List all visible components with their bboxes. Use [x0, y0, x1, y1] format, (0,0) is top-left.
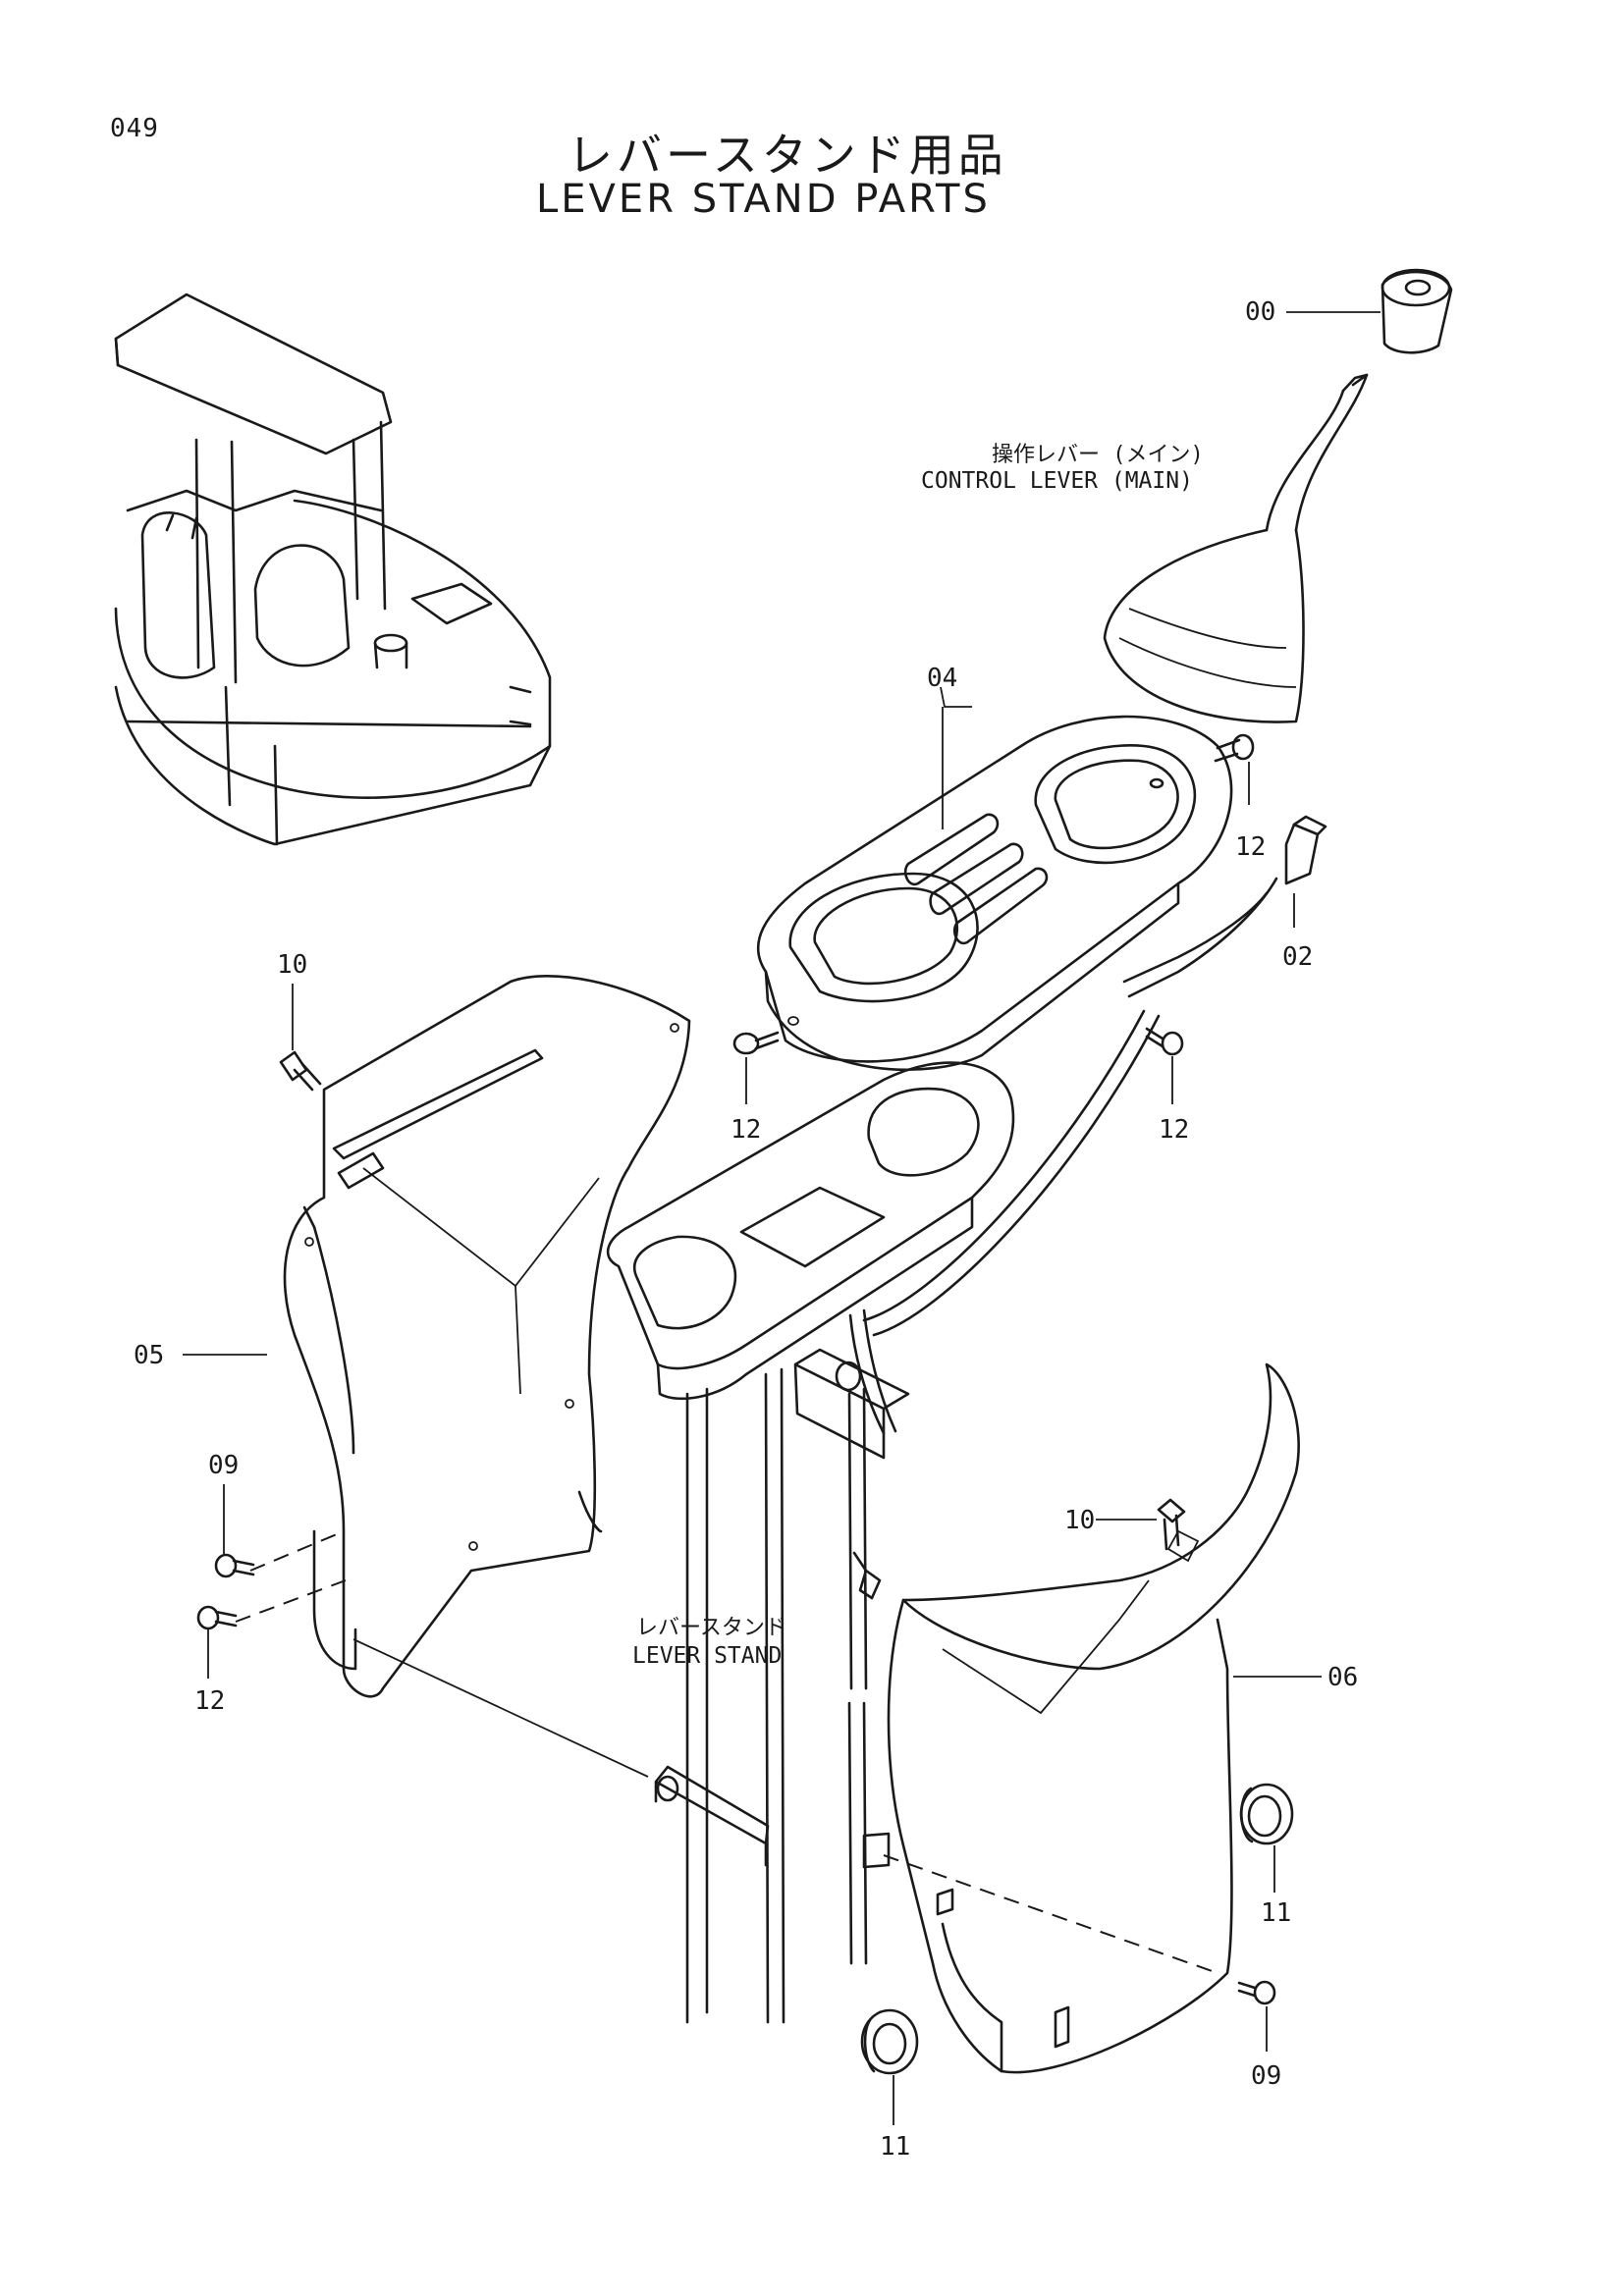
screw-12-mid-right	[1145, 1027, 1184, 1056]
grommet-11-right	[1239, 1783, 1294, 1845]
callout-grommet-11-bottom: 11	[880, 2132, 911, 2162]
title-japanese: レバースタンド用品	[568, 129, 1007, 182]
callout-bolt-10-left: 10	[277, 950, 308, 980]
lever-stand-note-ja: レバースタンド	[636, 1616, 786, 1640]
lever-stand-note-en: LEVER STAND	[632, 1643, 783, 1669]
grommet-11-bottom	[860, 2008, 919, 2075]
callout-screw-12-c: 12	[1159, 1115, 1190, 1145]
callout-screw-09-right: 09	[1251, 2061, 1282, 2091]
callout-harness: 02	[1282, 942, 1314, 972]
knob-part	[1380, 268, 1453, 354]
control-lever-part	[1103, 373, 1369, 723]
lever-stand-part	[606, 1061, 1015, 2024]
callout-screw-09-left: 09	[208, 1451, 240, 1480]
control-lever-note-en: CONTROL LEVER (MAIN)	[921, 468, 1193, 494]
bolt-10-left	[279, 1050, 322, 1092]
callout-screw-12-d: 12	[194, 1686, 226, 1716]
callout-screw-12-b: 12	[731, 1115, 762, 1145]
screw-09-right	[1237, 1980, 1276, 2005]
control-lever-note-ja: 操作レバー (メイン)	[992, 443, 1204, 467]
leader-lines	[183, 311, 1380, 2125]
callout-knob: 00	[1245, 297, 1276, 327]
callout-upper-cover: 04	[927, 664, 958, 693]
left-cover-part	[283, 975, 691, 1698]
upper-cover-part	[756, 715, 1233, 1072]
page-number: 049	[110, 114, 159, 143]
title-english: LEVER STAND PARTS	[536, 177, 991, 222]
right-cover-part	[862, 1362, 1300, 2074]
callout-screw-12-a: 12	[1235, 832, 1267, 862]
callout-grommet-11-right: 11	[1261, 1898, 1292, 1928]
callout-bolt-10-right: 10	[1064, 1506, 1096, 1535]
screw-09-left	[214, 1553, 255, 1578]
bolt-10-right	[1157, 1498, 1186, 1551]
screw-12-left	[196, 1605, 238, 1630]
screw-12-upper-right	[1214, 733, 1255, 763]
callout-right-cover: 06	[1327, 1663, 1359, 1692]
callout-left-cover: 05	[134, 1341, 165, 1370]
machine-overview-illustration	[114, 293, 552, 846]
screw-12-upper-left	[732, 1016, 799, 1055]
harness-part	[848, 815, 1327, 1600]
